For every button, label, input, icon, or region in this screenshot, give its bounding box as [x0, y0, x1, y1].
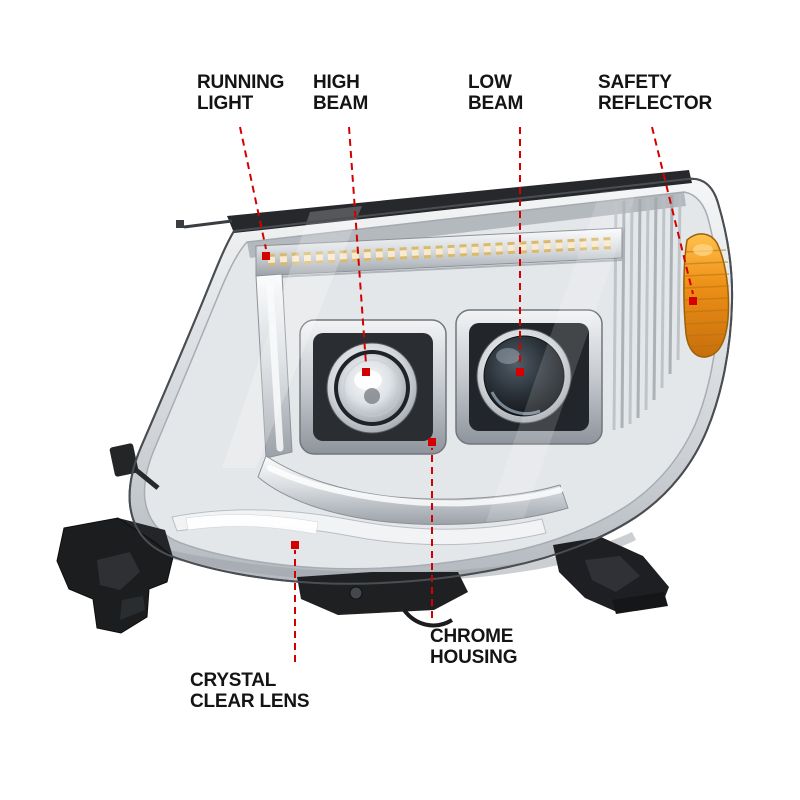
callout-label-line: BEAM	[313, 93, 369, 114]
adjuster-tab	[176, 220, 184, 228]
leader-marker	[362, 368, 370, 376]
callout-label-line: REFLECTOR	[598, 93, 712, 114]
callout-safety-reflector: SAFETY REFLECTOR	[598, 72, 712, 114]
mounting-bracket-right	[553, 537, 669, 614]
callout-label-line: LIGHT	[197, 93, 253, 114]
leader-running-light	[239, 126, 270, 260]
leader-line	[239, 126, 267, 250]
callout-label-line: HOUSING	[430, 647, 518, 668]
callout-label-line: BEAM	[468, 93, 524, 114]
callout-chrome-housing: CHROME HOUSING	[430, 626, 517, 668]
callout-label-line: CHROME	[430, 626, 514, 647]
lens-highlights	[222, 188, 638, 522]
callout-high-beam: HIGH BEAM	[313, 72, 368, 114]
top-trim	[176, 170, 692, 233]
callout-label-line: RUNNING	[197, 72, 285, 93]
callout-crystal-clear-lens: CRYSTAL CLEAR LENS	[190, 670, 310, 712]
low-beam-lens-glint	[496, 348, 520, 364]
lower-accent-bar	[171, 509, 547, 546]
callout-label-line: SAFETY	[598, 72, 672, 93]
leader-marker	[689, 297, 697, 305]
callout-label-line: CRYSTAL	[190, 670, 277, 691]
callout-low-beam: LOW BEAM	[468, 72, 523, 114]
leader-line	[348, 126, 367, 365]
drl-light-bar	[255, 227, 623, 525]
led-running-light-strip	[267, 237, 613, 266]
callout-label-line: HIGH	[313, 72, 360, 93]
leader-marker	[262, 252, 270, 260]
leader-low-beam	[516, 127, 524, 376]
leader-marker	[291, 541, 299, 549]
leader-line	[651, 126, 694, 295]
mounting-bracket-left	[56, 517, 174, 634]
callout-running-light: RUNNING LIGHT	[197, 72, 284, 114]
leader-chrome-housing	[428, 438, 436, 618]
leader-high-beam	[348, 126, 370, 376]
high-beam-bulb	[354, 370, 382, 390]
callout-label-line: LOW	[468, 72, 512, 93]
leader-crystal-clear-lens	[291, 541, 299, 662]
low-beam-projector	[455, 309, 603, 445]
leader-marker	[516, 368, 524, 376]
high-beam-projector	[299, 319, 447, 455]
lens-outline	[128, 177, 734, 585]
leader-marker	[428, 438, 436, 446]
callout-label-line: CLEAR LENS	[190, 691, 310, 712]
leader-safety-reflector	[651, 126, 697, 305]
reflector-ribs	[612, 193, 682, 431]
wiring-connector	[109, 443, 160, 490]
